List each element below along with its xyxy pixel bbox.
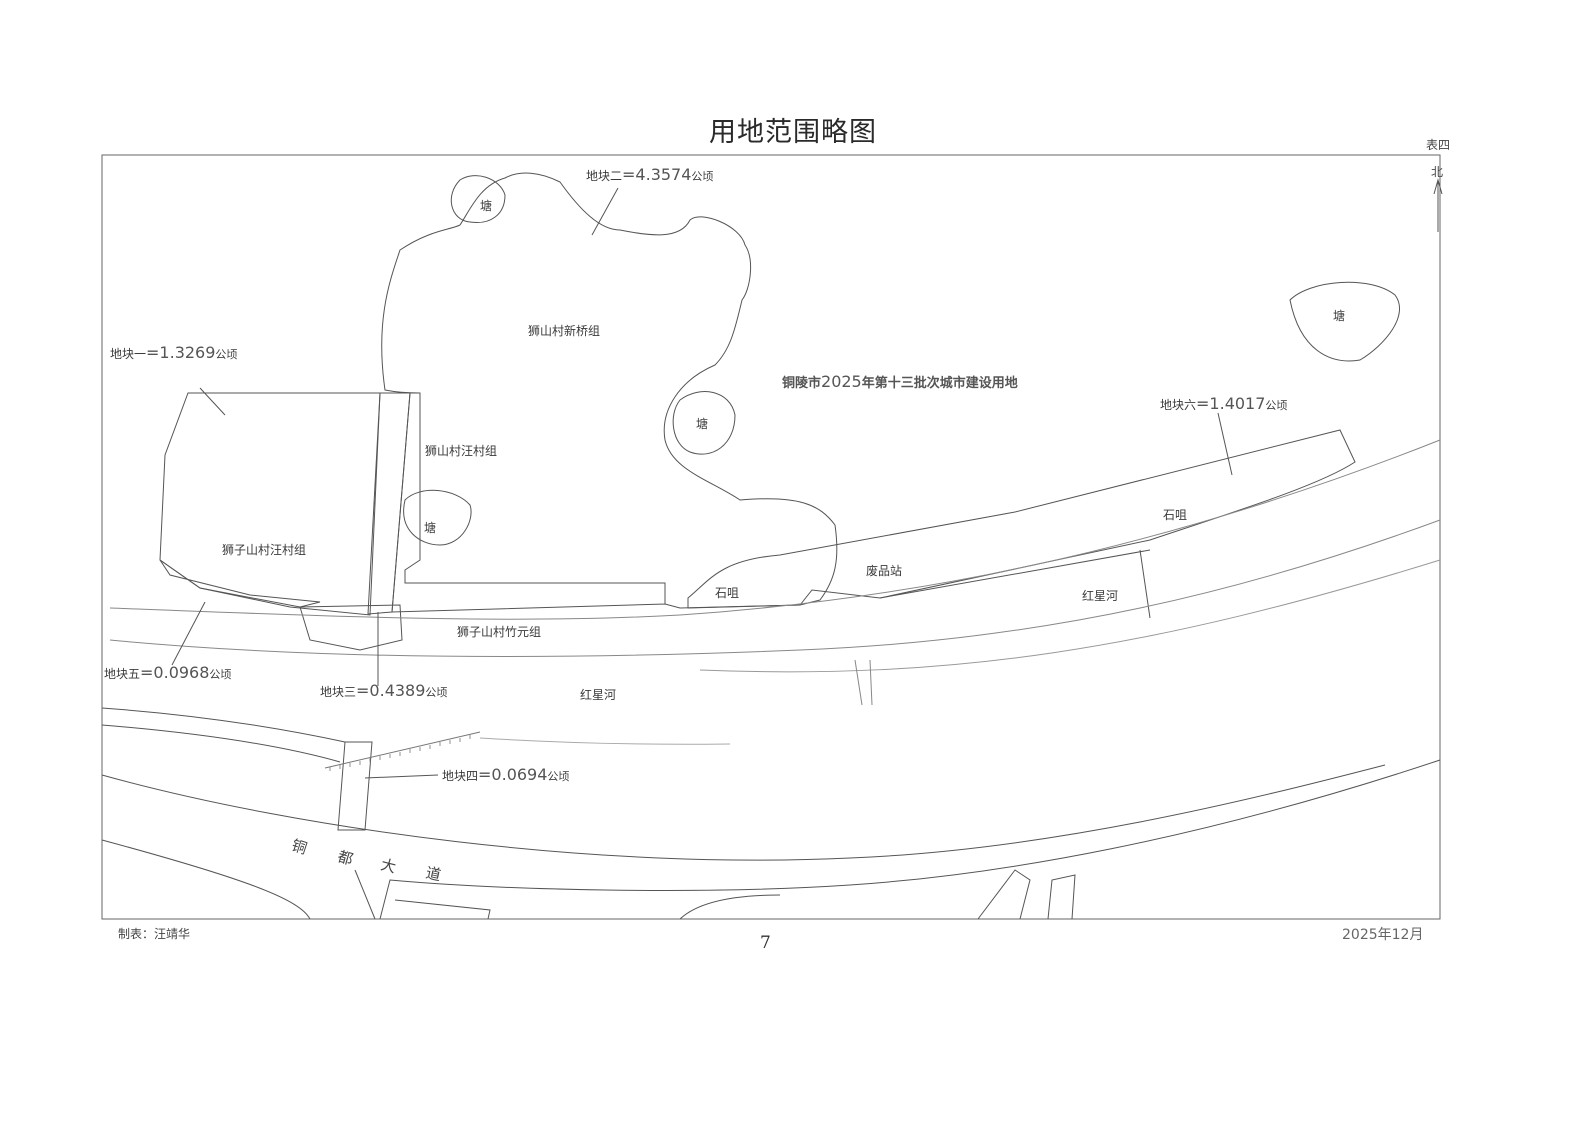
maker-label: 制表：汪靖华: [118, 927, 191, 941]
group-wangcun-label: 狮山村汪村组: [425, 444, 498, 458]
plot4-hatch: [324, 731, 481, 769]
plot6-inner: [879, 549, 1151, 599]
pond-label-east: 塘: [1333, 309, 1346, 323]
shizu-label-west: 石咀: [715, 586, 740, 600]
road-south-edge-2: [379, 759, 1441, 920]
north-arrow-head-icon: [1433, 178, 1443, 195]
river-bank-south: [109, 519, 1441, 658]
shizu-label-east: 石咀: [1163, 508, 1188, 522]
map-title: 用地范围略图: [709, 117, 877, 148]
leader-plot1: [199, 387, 226, 416]
plot3-label: 地块三=0.4389公顷: [320, 681, 448, 700]
plot1-label: 地块一=1.3269公顷: [110, 343, 238, 362]
map-frame: [101, 154, 1441, 920]
leader-plot6: [1217, 412, 1233, 476]
plot3-boundary: [299, 604, 403, 651]
pond-north-icon: [450, 175, 506, 224]
page-number: 7: [760, 933, 771, 953]
plot5-label: 地块五=0.0968公顷: [104, 663, 232, 682]
feipinzhan-label: 废品站: [866, 564, 903, 578]
land-use-label: 铜陵市2025年第十三批次城市建设用地: [782, 372, 1018, 391]
leader-plot2: [591, 187, 619, 236]
river-bank-north: [109, 439, 1441, 620]
pond-label-small: 塘: [424, 521, 437, 535]
road-junction-3: [679, 894, 781, 920]
plot1-boundary: [159, 392, 381, 616]
bank-line-1: [101, 707, 346, 743]
pond-label-mid: 塘: [696, 417, 709, 431]
river-inner: [699, 559, 1441, 673]
road-junction-2: [1047, 874, 1076, 920]
hongxinghe-label-west: 红星河: [580, 688, 617, 702]
bank-line-3: [479, 737, 731, 745]
road-south-edge: [101, 839, 311, 920]
road-spur-2: [394, 899, 491, 920]
river-spur: [854, 659, 873, 706]
date-label: 2025年12月: [1342, 927, 1424, 943]
group-xinqiao-label: 狮山村新桥组: [528, 324, 601, 338]
pond-small-icon: [403, 489, 472, 546]
hongxinghe-label-east: 红星河: [1082, 589, 1119, 603]
leader-plot4: [364, 774, 439, 779]
plot4-label: 地块四=0.0694公顷: [442, 765, 570, 784]
group-shizi-wangcun-label: 狮子山村汪村组: [222, 543, 307, 557]
plot4-boundary: [337, 741, 373, 831]
road-junction-1: [977, 869, 1031, 920]
table-number: 表四: [1426, 138, 1451, 152]
pond-mid-icon: [672, 391, 736, 455]
plot1-strip: [367, 392, 411, 615]
plot2-label: 地块二=4.3574公顷: [586, 165, 714, 184]
plot5-boundary: [159, 559, 321, 608]
pond-east-icon: [1289, 281, 1401, 362]
plot2-boundary: [381, 172, 838, 613]
plot6-boundary: [687, 429, 1356, 609]
road-north-edge: [101, 764, 1386, 861]
leader-plot5: [171, 601, 206, 666]
road-spur-1: [354, 869, 376, 920]
pond-label-north: 塘: [480, 199, 493, 213]
plot6-label: 地块六=1.4017公顷: [1160, 394, 1288, 413]
bank-line-2: [101, 724, 341, 763]
group-zhuyuan-label: 狮子山村竹元组: [457, 625, 542, 639]
